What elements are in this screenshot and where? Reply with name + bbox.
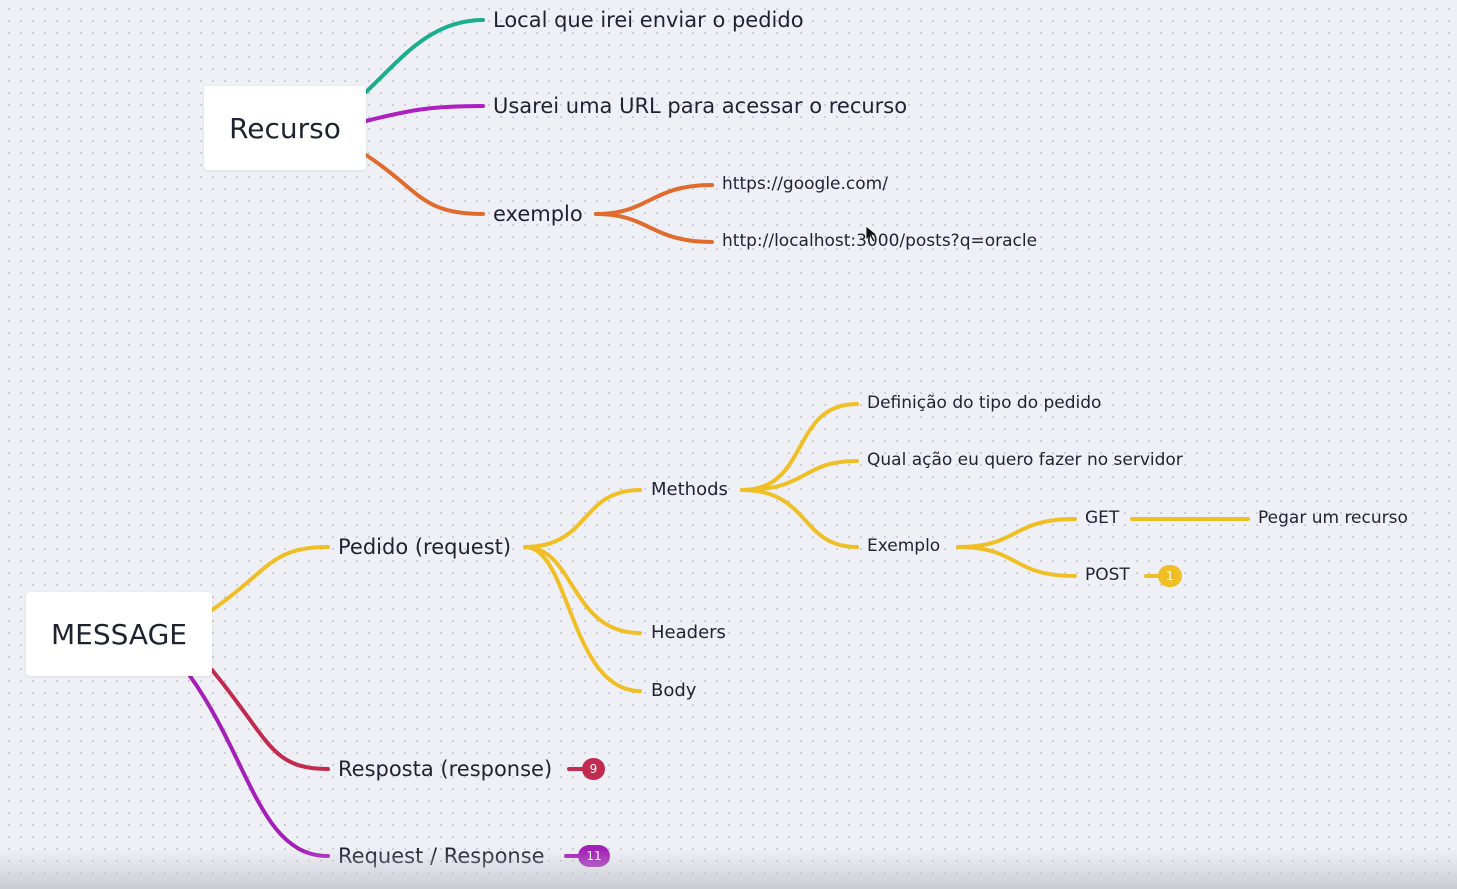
connector-recurso-url (364, 104, 485, 123)
connector-message-pedido (210, 545, 330, 612)
topic-headers-label: Headers (651, 622, 726, 643)
topic-url-label: Usarei uma URL para acessar o recurso (493, 94, 908, 118)
connector-methods-definicao (740, 402, 859, 492)
connector-message-resposta (210, 668, 330, 771)
mouse-cursor-icon (865, 225, 879, 243)
topic-definicao-label: Definição do tipo do pedido (867, 393, 1102, 413)
topic-resposta-label: Resposta (response) (338, 757, 553, 781)
resposta-collapsed-count-badge[interactable]: 9 (582, 758, 605, 780)
topic-local[interactable]: Local que irei enviar o pedido (493, 10, 804, 31)
connector-exemplo-localhost (594, 212, 714, 244)
topic-google-url-label: https://google.com/ (722, 174, 888, 194)
topic-qual-acao-label: Qual ação eu quero fazer no servidor (867, 450, 1183, 470)
topic-body[interactable]: Body (651, 682, 696, 700)
topic-methods-label: Methods (651, 479, 728, 500)
recurso-root-node[interactable]: Recurso (204, 86, 366, 170)
topic-body-label: Body (651, 680, 697, 701)
topic-localhost-url[interactable]: http://localhost:3000/posts?q=oracle (722, 233, 1037, 250)
post-badge-count: 1 (1166, 569, 1174, 583)
connector-methods-exemplo (740, 488, 859, 549)
topic-google-url[interactable]: https://google.com/ (722, 176, 888, 193)
topic-exemplo[interactable]: exemplo (493, 204, 583, 225)
topic-post[interactable]: POST (1085, 567, 1130, 584)
topic-get[interactable]: GET (1085, 510, 1119, 527)
topic-resposta[interactable]: Resposta (response) (338, 759, 552, 780)
topic-qual-acao[interactable]: Qual ação eu quero fazer no servidor (867, 452, 1183, 469)
topic-local-label: Local que irei enviar o pedido (493, 8, 804, 32)
topic-methods-exemplo-label: Exemplo (867, 536, 941, 556)
connector-methods-qual (740, 459, 859, 492)
connector-pedido-methods (523, 488, 642, 549)
topic-headers[interactable]: Headers (651, 624, 726, 642)
connector-pedido-headers (523, 545, 642, 635)
message-root-node[interactable]: MESSAGE (26, 592, 212, 676)
bottom-edge-shadow (0, 849, 1457, 889)
resposta-badge-count: 9 (589, 762, 598, 776)
connector-exemplo-post (956, 545, 1077, 578)
connector-pedido-body (523, 545, 642, 693)
topic-methods[interactable]: Methods (651, 481, 728, 499)
recurso-root-title: Recurso (229, 111, 341, 145)
topic-get-label: GET (1085, 508, 1120, 528)
connector-recurso-local (364, 18, 485, 94)
post-collapsed-count-badge[interactable]: 1 (1158, 565, 1182, 587)
topic-url[interactable]: Usarei uma URL para acessar o recurso (493, 96, 907, 117)
topic-localhost-url-label: http://localhost:3000/posts?q=oracle (722, 231, 1038, 251)
connector-recurso-exemplo (364, 153, 485, 216)
topic-exemplo-label: exemplo (493, 202, 583, 226)
message-root-title: MESSAGE (51, 617, 187, 651)
topic-definicao[interactable]: Definição do tipo do pedido (867, 395, 1101, 412)
topic-methods-exemplo[interactable]: Exemplo (867, 538, 940, 555)
topic-pedido[interactable]: Pedido (request) (338, 537, 511, 558)
topic-get-desc[interactable]: Pegar um recurso (1258, 510, 1408, 527)
connector-exemplo-get (956, 517, 1077, 549)
connector-exemplo-google (594, 183, 714, 216)
topic-post-label: POST (1085, 565, 1130, 585)
topic-get-desc-label: Pegar um recurso (1258, 508, 1408, 528)
topic-pedido-label: Pedido (request) (338, 535, 512, 559)
